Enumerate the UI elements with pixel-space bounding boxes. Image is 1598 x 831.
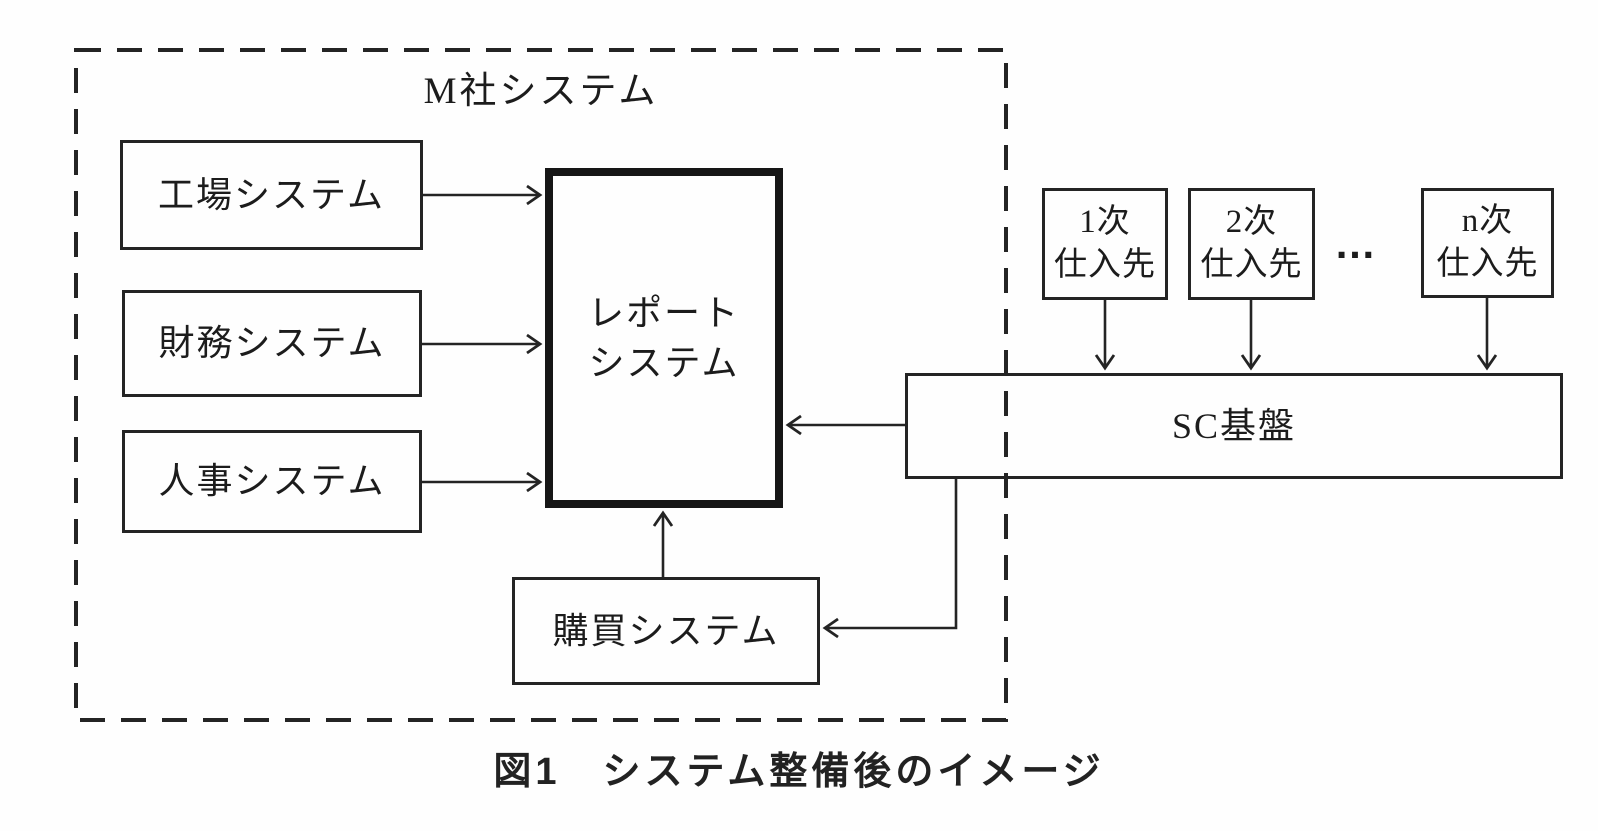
supplier-tierN-line2: 仕入先: [1436, 246, 1539, 282]
report-system-box: レポート システム: [545, 168, 783, 508]
supplier-tier1-box: 1次 仕入先: [1042, 188, 1168, 300]
hr-system-box: 人事システム: [122, 430, 422, 533]
factory-system-label: 工場システム: [158, 174, 385, 215]
supplier-tier2-box: 2次 仕入先: [1188, 188, 1315, 300]
supplier-ellipsis: …: [1334, 220, 1376, 267]
supplier-tierN-box: n次 仕入先: [1421, 188, 1554, 298]
supplier-tier2-line1: 2次: [1225, 204, 1278, 241]
sc-platform-box: SC基盤: [905, 373, 1563, 479]
figure-caption: 図1 システム整備後のイメージ: [493, 751, 1105, 793]
company-group-label: M社システム: [423, 71, 659, 112]
report-system-label-line1: レポート: [587, 292, 740, 333]
supplier-tier1-line2: 仕入先: [1054, 247, 1156, 283]
purchasing-system-box: 購買システム: [512, 577, 820, 685]
finance-system-box: 財務システム: [122, 290, 422, 397]
arrow-sc-to-purchasing: [822, 479, 958, 639]
purchasing-system-label: 購買システム: [552, 610, 780, 651]
finance-system-label: 財務システム: [158, 323, 386, 364]
supplier-tierN-line1: n次: [1461, 203, 1514, 240]
factory-system-box: 工場システム: [120, 140, 423, 250]
supplier-tier1-line1: 1次: [1079, 204, 1131, 241]
report-system-label-line2: システム: [588, 343, 740, 383]
hr-system-label: 人事システム: [158, 461, 386, 502]
supplier-tier2-line2: 仕入先: [1200, 247, 1303, 283]
sc-platform-label: SC基盤: [1171, 405, 1297, 446]
company-boundary-box: [74, 48, 1008, 722]
